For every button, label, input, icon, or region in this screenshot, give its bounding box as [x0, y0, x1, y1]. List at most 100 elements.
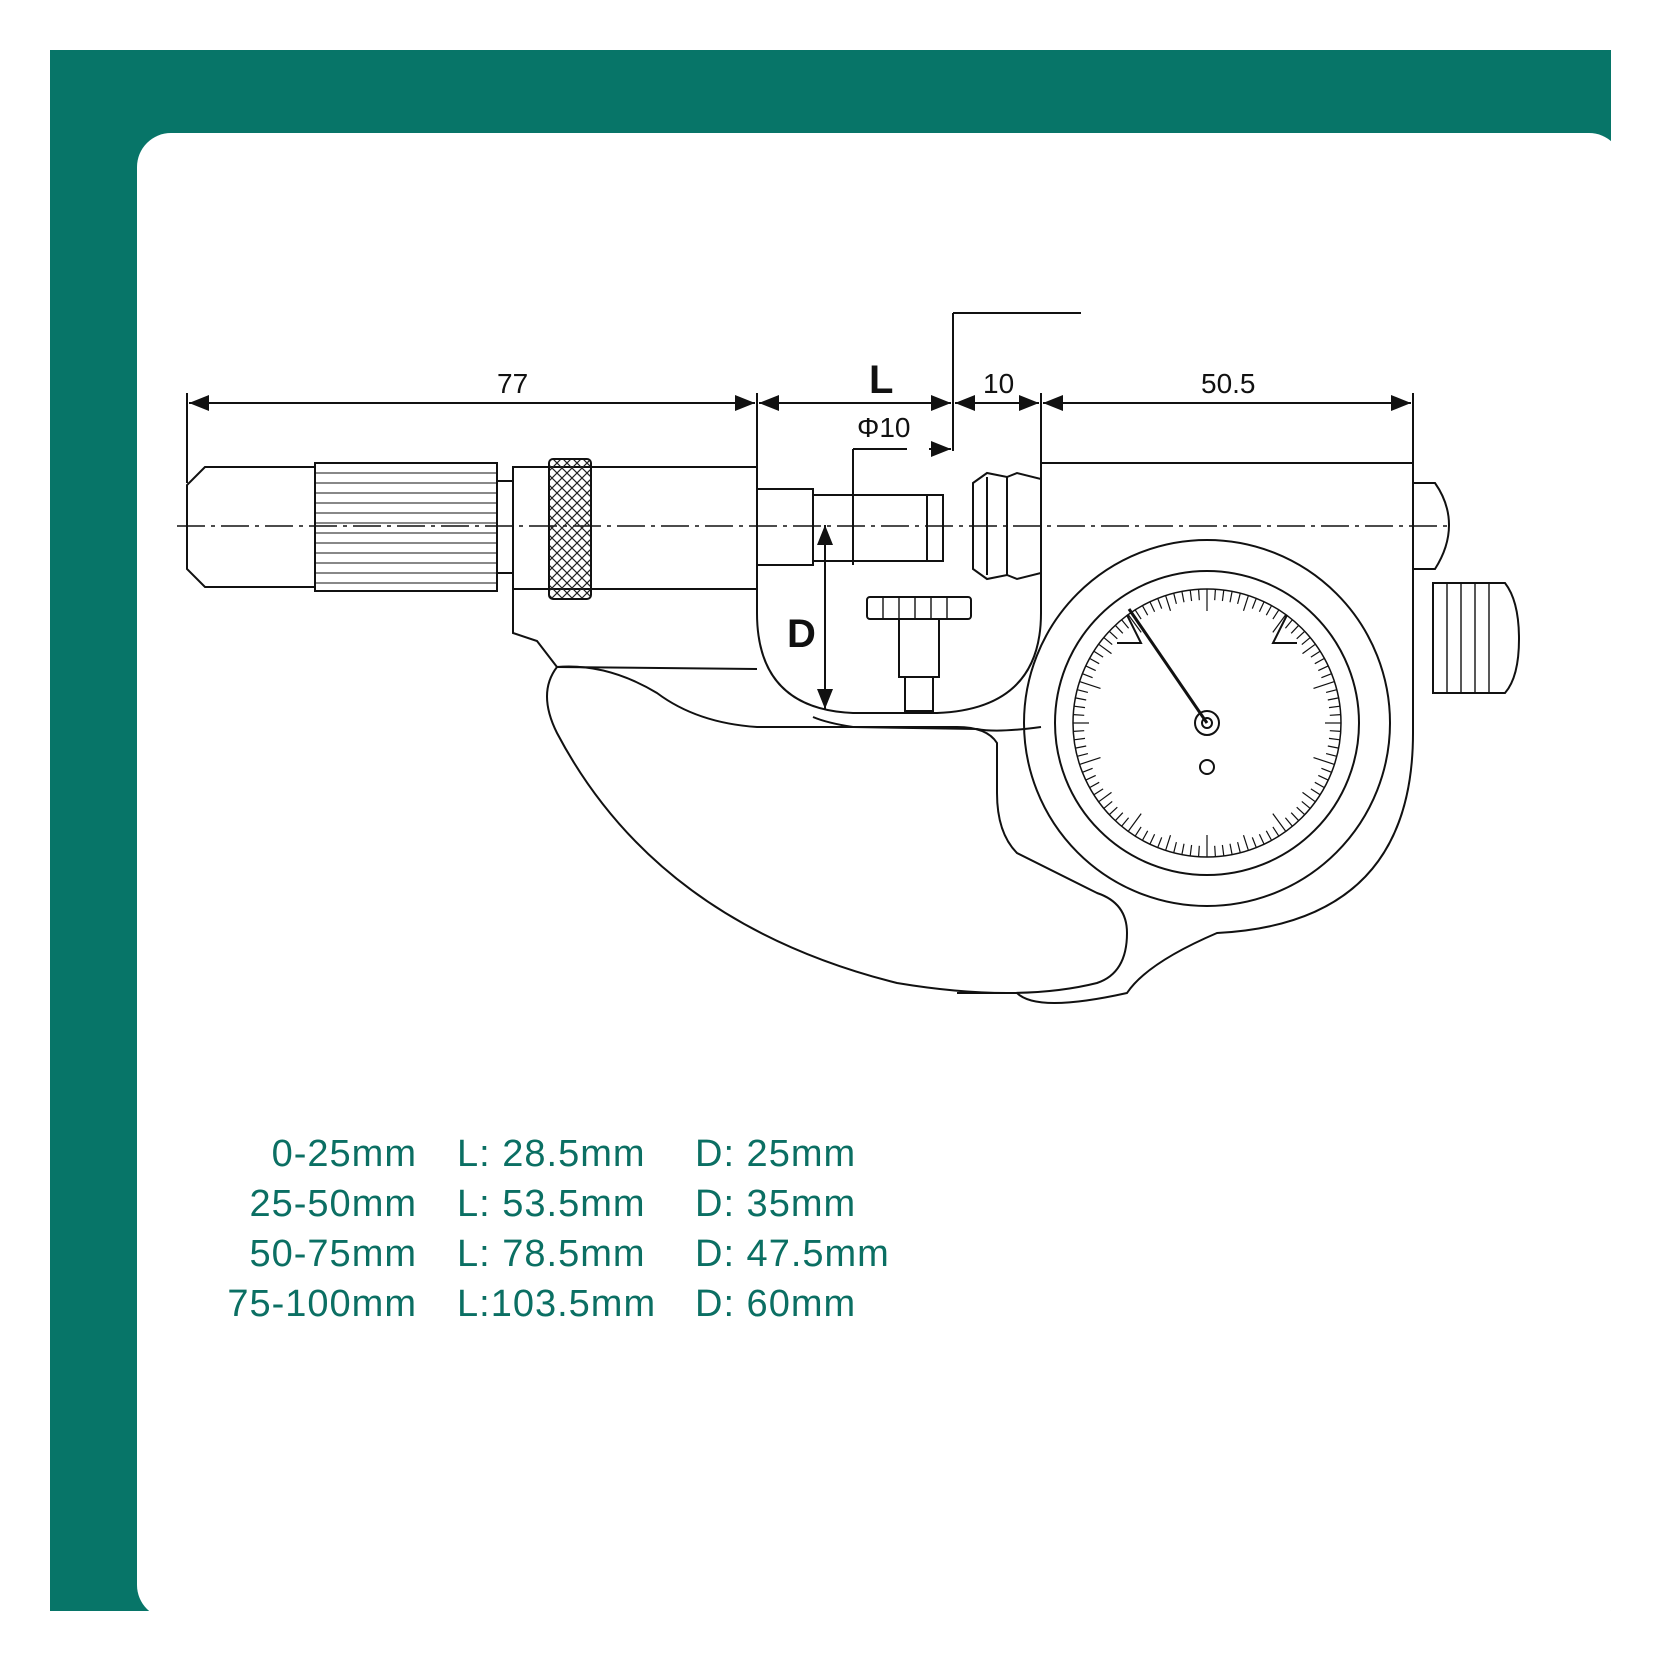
right-anvil-cap — [1412, 482, 1451, 570]
dial-tick — [1093, 788, 1104, 796]
dial-tick — [1327, 745, 1339, 749]
dial-tick — [1325, 689, 1337, 693]
dial-tick — [1074, 705, 1086, 709]
dial-tick — [1089, 781, 1100, 789]
dial-tick — [1114, 624, 1124, 634]
dial-tick — [1077, 689, 1089, 693]
dial-tick — [1073, 730, 1085, 732]
dial-tick — [1103, 800, 1113, 809]
dial-tick — [1165, 835, 1172, 851]
release-button — [1432, 582, 1521, 694]
dial-tick — [1265, 830, 1273, 841]
clamp-knob-ribs — [882, 597, 948, 619]
dial-tick — [1073, 714, 1085, 716]
dial-tick — [1157, 837, 1163, 848]
dial-tick — [1082, 767, 1093, 773]
frame-outline — [756, 462, 1414, 1004]
dial-tick — [1089, 657, 1100, 665]
dial-tick — [1296, 630, 1306, 640]
dial-tick — [1302, 643, 1316, 655]
spindle-neck — [756, 488, 814, 566]
dial-tick — [1302, 791, 1316, 803]
dim-label-77: 77 — [497, 368, 528, 399]
dial-tick — [1075, 697, 1087, 701]
dial-tick — [1272, 826, 1280, 837]
dim-label-phi10: Φ10 — [857, 412, 910, 443]
dial-tick — [1242, 595, 1249, 611]
ratchet-cap — [186, 466, 316, 588]
dial-tick — [1149, 834, 1156, 845]
dial-hub-inner — [1201, 717, 1213, 729]
dial-tolerance-mark-left — [1117, 614, 1143, 644]
spec-depth: D: 47.5mm — [695, 1233, 890, 1275]
dial-tick — [1077, 753, 1089, 757]
dial-tick — [1313, 681, 1335, 689]
dial-tick — [1301, 800, 1311, 809]
dial-tick — [1141, 605, 1149, 616]
dial-tick — [1134, 609, 1142, 620]
spec-length: L: 53.5mm — [457, 1183, 646, 1225]
dial-tick — [1313, 757, 1335, 765]
dial-tick — [1318, 774, 1329, 781]
spec-depth: D: 25mm — [695, 1133, 857, 1175]
spec-range: 0-25mm — [271, 1133, 417, 1175]
dial-tick — [1103, 637, 1113, 646]
dial-tick — [1198, 845, 1200, 857]
dial-outer-ring — [1023, 539, 1391, 907]
dial-tick — [1310, 788, 1321, 796]
clamp-base — [904, 676, 934, 712]
dial-tick — [1173, 841, 1177, 853]
dial-tick — [1121, 817, 1130, 827]
dim-label-10: 10 — [983, 368, 1014, 399]
dial-tick — [1165, 595, 1172, 611]
dial-tick — [1075, 745, 1087, 749]
thimble — [314, 462, 498, 592]
spec-depth: D: 60mm — [695, 1283, 857, 1325]
dial-tick — [1251, 598, 1257, 609]
dial-hub — [1194, 710, 1220, 736]
dial-tick — [1314, 781, 1325, 789]
dial-tick — [1074, 737, 1086, 741]
dial-tick — [1221, 844, 1225, 856]
dial-tick — [1237, 593, 1241, 605]
dial-tick — [1328, 737, 1340, 741]
dial-tick — [1327, 697, 1339, 701]
dial-tick — [1221, 590, 1225, 602]
dial-tick — [1284, 817, 1293, 827]
dial-tick — [1149, 601, 1156, 612]
dial-tick — [1098, 791, 1112, 803]
dial-tick — [1082, 673, 1093, 679]
dial-tick — [1237, 841, 1241, 853]
dial-tick — [1321, 767, 1332, 773]
dial-tick — [1114, 812, 1124, 822]
clamp-stem — [898, 618, 940, 678]
dial-tick — [1242, 835, 1249, 851]
dial-tick — [1127, 813, 1142, 832]
dial-tick — [1284, 619, 1293, 629]
dial-tick — [1258, 834, 1265, 845]
frame-inner-bridge — [812, 716, 1042, 732]
spec-length: L:103.5mm — [457, 1283, 657, 1325]
dial-tick — [1258, 601, 1265, 612]
dial-tick — [1251, 837, 1257, 848]
dial-tick — [1290, 624, 1300, 634]
release-button-ribs — [1446, 583, 1490, 693]
dial-tick — [1301, 637, 1311, 646]
dial-tick — [1214, 589, 1216, 601]
frame-left-shoulder — [512, 589, 758, 670]
dial-tick — [1079, 757, 1101, 765]
micrometer-drawing: 77 L Φ10 10 50.5 D — [177, 312, 1521, 1004]
insulated-grip — [546, 665, 1129, 994]
dial-tick — [1108, 630, 1118, 640]
dial-needle — [1127, 608, 1209, 724]
spec-range: 75-100mm — [227, 1283, 417, 1325]
dial-tick — [1189, 590, 1193, 602]
lock-ring-knurled — [548, 458, 592, 600]
dial-tick — [1290, 812, 1300, 822]
dial-tick — [1229, 843, 1233, 855]
dial-tick — [1098, 643, 1112, 655]
dial-tick — [1198, 589, 1200, 601]
drawing-card: 77 L Φ10 10 50.5 D 0-25mm L: 28.5mm D: 2… — [137, 133, 1623, 1619]
dial-tick — [1314, 657, 1325, 665]
dial-tick — [1173, 593, 1177, 605]
